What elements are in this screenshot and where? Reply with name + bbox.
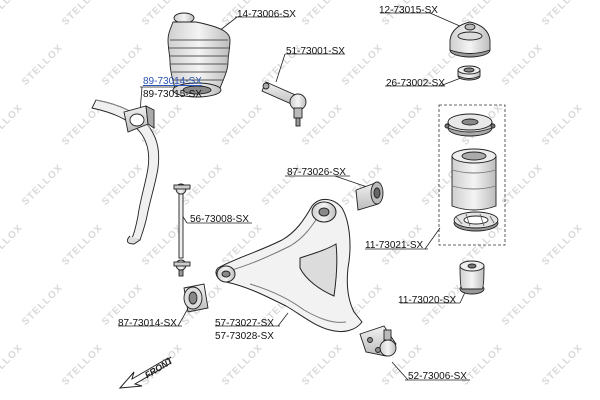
stabilizer-bar — [91, 99, 160, 245]
front-arm-bushing — [183, 283, 209, 313]
strut-assembly-box — [438, 104, 506, 246]
label-87-73014: 87-73014-SX — [118, 318, 177, 329]
strut-bearing — [457, 65, 481, 81]
label-12-73015: 12-73015-SX — [379, 5, 438, 16]
rear-arm-bushing — [355, 181, 384, 211]
ball-joint — [359, 325, 397, 357]
label-11-73021: 11-73021-SX — [365, 240, 424, 251]
bump-stop — [459, 260, 485, 295]
label-89-73014[interactable]: 89-73014-SX — [143, 76, 202, 87]
label-11-73020: 11-73020-SX — [398, 295, 457, 306]
lower-control-arm — [215, 199, 363, 333]
stabilizer-bushing — [123, 105, 155, 133]
strut-assembly — [444, 113, 499, 232]
label-57-73028: 57-73028-SX — [215, 331, 274, 342]
label-89-73015: 89-73015-SX — [143, 89, 202, 100]
leader-lines — [118, 12, 470, 381]
steering-boot — [167, 12, 231, 98]
label-26-73002: 26-73002-SX — [386, 78, 445, 89]
label-14-73006: 14-73006-SX — [237, 9, 296, 20]
label-52-73006: 52-73006-SX — [408, 371, 467, 382]
front-arrow-icon — [118, 357, 172, 389]
strut-top-mount — [449, 21, 491, 58]
label-57-73027: 57-73027-SX — [215, 318, 274, 329]
label-51-73001: 51-73001-SX — [286, 46, 345, 57]
label-56-73008: 56-73008-SX — [190, 214, 249, 225]
stabilizer-link — [173, 183, 191, 277]
label-87-73026: 87-73026-SX — [287, 167, 346, 178]
tie-rod-end — [261, 81, 307, 127]
